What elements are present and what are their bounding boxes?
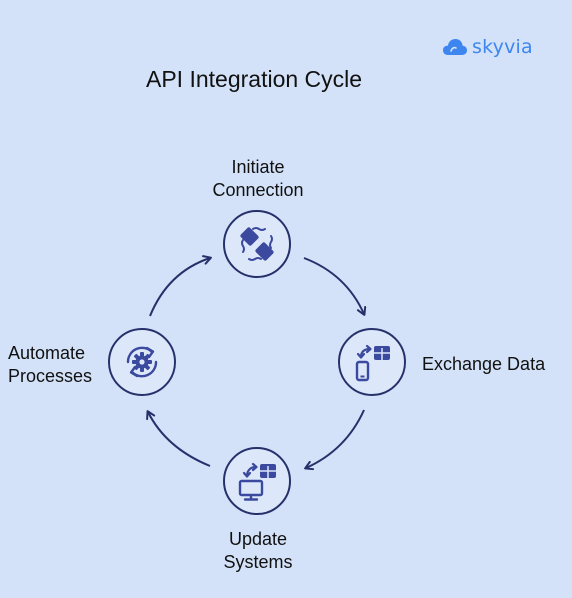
label-update-systems: Update Systems (223, 529, 293, 572)
label-automate-processes: Automate Processes (8, 343, 93, 386)
node-initiate-connection (223, 210, 291, 278)
arrow-update-to-automate (146, 410, 211, 467)
node-automate-processes (108, 328, 176, 396)
monitor-update-icon (238, 462, 276, 501)
label-initiate-connection: Initiate Connection (212, 157, 304, 200)
mobile-exchange-icon (355, 344, 390, 382)
node-exchange-data (338, 328, 406, 396)
gear-cycle-icon (126, 346, 158, 378)
arrow-exchange-to-update (304, 409, 365, 471)
plug-connection-icon (240, 227, 274, 261)
logo-text: skyvia (472, 36, 533, 58)
arrow-initiate-to-exchange (303, 257, 367, 316)
arrow-automate-to-initiate (149, 255, 212, 317)
diagram-title: API Integration Cycle (146, 66, 363, 92)
cloud-icon (443, 39, 467, 55)
label-exchange-data: Exchange Data (422, 354, 546, 374)
node-update-systems (223, 447, 291, 515)
skyvia-logo: skyvia (442, 36, 533, 58)
